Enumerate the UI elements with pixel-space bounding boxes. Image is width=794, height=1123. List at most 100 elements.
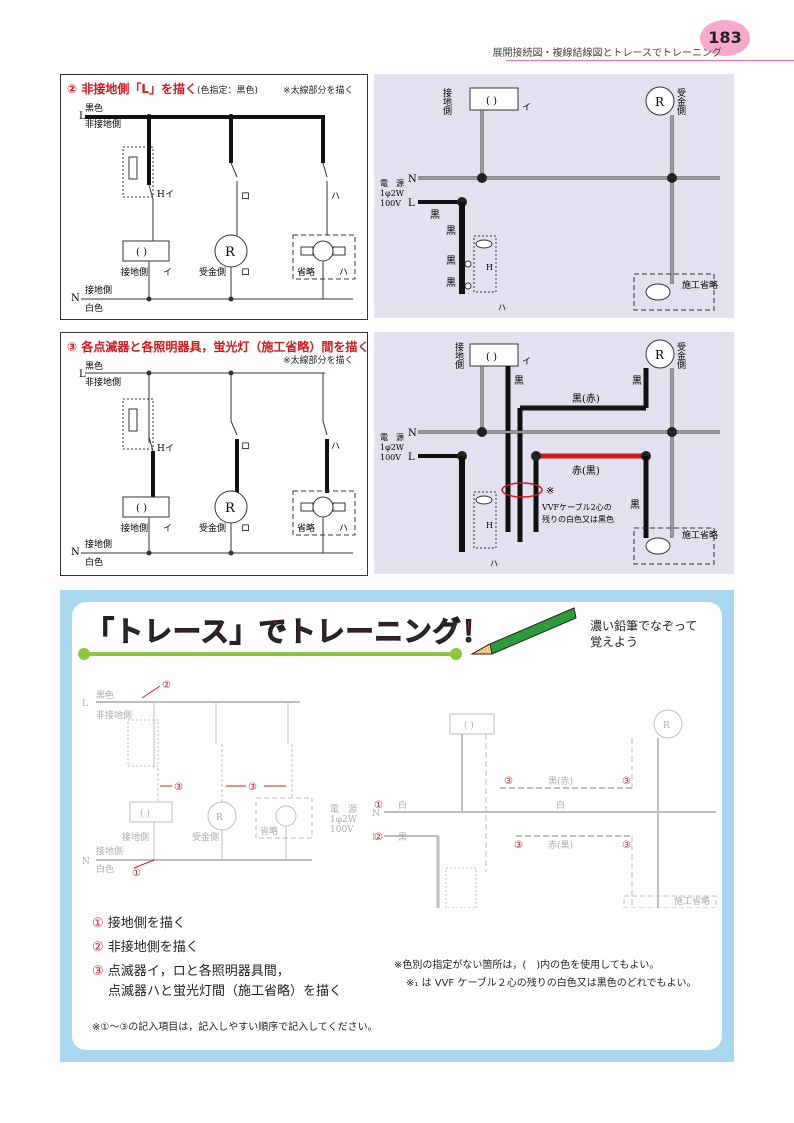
svg-text:受金側: 受金側 xyxy=(675,341,686,369)
svg-text:接地側: 接地側 xyxy=(441,87,452,115)
training-hint: 濃い鉛筆でなぞって 覚えよう xyxy=(590,619,698,649)
svg-text:ハ: ハ xyxy=(490,559,498,568)
svg-text:接地側: 接地側 xyxy=(96,845,123,857)
svg-text:黒: 黒 xyxy=(398,832,407,843)
step-3-continued: 点滅器ハと蛍光灯間（施工省略）を描く xyxy=(108,984,343,999)
svg-text:( ): ( ) xyxy=(486,352,497,363)
svg-text:赤(黒): 赤(黒) xyxy=(548,840,573,851)
training-banner: 「トレース」でトレーニング！ xyxy=(85,614,491,648)
svg-text:接地側: 接地側 xyxy=(85,538,112,550)
svg-text:L: L xyxy=(372,833,378,843)
note-color: ※色別の指定がない箇所は，( )内の色を使用してもよい。 xyxy=(394,960,660,971)
svg-text:電 源: 電 源 xyxy=(330,804,357,815)
svg-text:赤(黒): 赤(黒) xyxy=(572,465,600,477)
svg-text:R: R xyxy=(655,348,665,362)
svg-text:非接地側: 非接地側 xyxy=(96,709,132,721)
svg-text:黒色: 黒色 xyxy=(85,360,103,372)
svg-text:R: R xyxy=(655,95,665,109)
header-rule xyxy=(506,60,794,61)
panel-step3-wiring: 接地側 ( ) イ R 受金側 黒 黒(赤) 黒 N 電 源 1φ2W 100V… xyxy=(374,332,734,574)
svg-text:R: R xyxy=(225,501,236,516)
svg-text:受金側: 受金側 xyxy=(675,87,686,115)
svg-text:L: L xyxy=(408,198,415,209)
svg-text:( ): ( ) xyxy=(464,720,474,731)
svg-text:N: N xyxy=(71,293,80,304)
svg-text:N: N xyxy=(408,174,417,185)
svg-text:③: ③ xyxy=(622,776,631,787)
step-1: ① 接地側を描く xyxy=(92,916,186,931)
svg-text:白色: 白色 xyxy=(96,863,114,875)
wiring-step2: 接地側 ( ) イ R 受金側 N 電 源 1φ2W 100V L 黒 黒 黒 … xyxy=(380,86,720,312)
panel-step3-schematic: ③ 各点滅器と各照明器具，蛍光灯（施工省略）間を描く ※太線部分を描く L 黒色… xyxy=(60,332,370,576)
svg-text:ハ: ハ xyxy=(339,268,348,278)
svg-text:1φ2W: 1φ2W xyxy=(380,189,405,198)
svg-text:黒: 黒 xyxy=(446,255,456,267)
svg-text:ハ: ハ xyxy=(339,524,348,534)
panel2-title: ② 非接地側「L」を描く(色指定：黒色) xyxy=(67,82,259,96)
panel3-note: ※太線部分を描く xyxy=(283,356,354,366)
svg-text:( ): ( ) xyxy=(140,808,150,819)
note-vvf: ※₁ は VVF ケーブル２心の残りの白色又は黒色のどれでもよい。 xyxy=(406,978,697,989)
svg-text:接地側: 接地側 xyxy=(85,284,112,296)
svg-text:100V: 100V xyxy=(330,825,354,835)
svg-text:受金側: 受金側 xyxy=(199,522,226,534)
svg-text:1φ2W: 1φ2W xyxy=(380,443,405,452)
svg-text:黒: 黒 xyxy=(514,375,524,387)
svg-text:黒: 黒 xyxy=(430,209,440,221)
svg-text:白: 白 xyxy=(398,799,407,811)
step-3: ③ 点滅器イ，ロと各照明器具間， xyxy=(92,964,290,979)
svg-text:黒色: 黒色 xyxy=(85,102,103,114)
svg-text:※: ※ xyxy=(546,486,554,497)
panel-step2-wiring: 接地側 ( ) イ R 受金側 N 電 源 1φ2W 100V L 黒 黒 黒 … xyxy=(374,74,734,318)
svg-text:N: N xyxy=(82,857,90,867)
running-header: 展開接続図・複線結線図とトレースでトレーニング xyxy=(492,48,723,59)
svg-text:R: R xyxy=(663,721,670,731)
svg-text:③: ③ xyxy=(622,840,631,851)
svg-text:ハ: ハ xyxy=(331,192,340,202)
svg-text:( ): ( ) xyxy=(136,503,147,514)
svg-text:黒: 黒 xyxy=(446,225,456,237)
svg-text:①: ① xyxy=(374,800,383,811)
note-order: ※①～③の記入項目は，記入しやすい順序で記入してください。 xyxy=(92,1022,378,1033)
svg-text:H: H xyxy=(486,263,493,272)
svg-text:L: L xyxy=(408,452,415,463)
svg-text:施工省略: 施工省略 xyxy=(682,279,718,291)
svg-text:イ: イ xyxy=(165,190,174,200)
svg-text:接地側: 接地側 xyxy=(121,266,148,278)
svg-text:③: ③ xyxy=(248,782,257,793)
svg-text:黒(赤): 黒(赤) xyxy=(572,393,600,405)
svg-text:1φ2W: 1φ2W xyxy=(330,815,358,825)
svg-text:残りの白色又は黒色: 残りの白色又は黒色 xyxy=(542,514,614,524)
svg-text:接地側: 接地側 xyxy=(122,831,149,843)
svg-text:接地側: 接地側 xyxy=(453,341,464,369)
svg-text:白色: 白色 xyxy=(85,302,103,314)
svg-text:イ: イ xyxy=(163,524,172,534)
svg-text:電 源: 電 源 xyxy=(380,179,404,188)
svg-text:③: ③ xyxy=(174,782,183,793)
svg-text:省略: 省略 xyxy=(260,825,278,837)
svg-text:黒: 黒 xyxy=(446,277,456,289)
svg-text:電 源: 電 源 xyxy=(380,433,404,442)
panel3-title: ③ 各点滅器と各照明器具，蛍光灯（施工省略）間を描く xyxy=(67,340,370,354)
wiring-step3: 接地側 ( ) イ R 受金側 黒 黒(赤) 黒 N 電 源 1φ2W 100V… xyxy=(380,339,720,568)
svg-text:イ: イ xyxy=(522,103,531,113)
svg-text:ロ: ロ xyxy=(241,524,250,534)
svg-text:省略: 省略 xyxy=(297,266,315,278)
svg-text:②: ② xyxy=(374,832,383,843)
svg-text:( ): ( ) xyxy=(136,247,147,258)
panel2-note: ※太線部分を描く xyxy=(283,86,354,96)
trace-diagrams: 黒色L 非接地側 ( )R 接地側受金側 省略 接地側N 白色 ② ③ ③ ① … xyxy=(82,680,717,908)
svg-text:②: ② xyxy=(162,680,171,691)
svg-text:H: H xyxy=(486,521,493,530)
svg-text:非接地側: 非接地側 xyxy=(85,376,121,388)
svg-text:100V: 100V xyxy=(380,199,401,208)
svg-text:非接地側: 非接地側 xyxy=(85,118,121,130)
svg-text:①: ① xyxy=(132,868,141,879)
svg-text:R: R xyxy=(225,245,236,260)
svg-text:イ: イ xyxy=(163,268,172,278)
svg-text:VVFケーブル2心の: VVFケーブル2心の xyxy=(541,502,612,512)
page-number-badge: 183 xyxy=(700,20,750,56)
svg-text:ロ: ロ xyxy=(241,192,250,202)
